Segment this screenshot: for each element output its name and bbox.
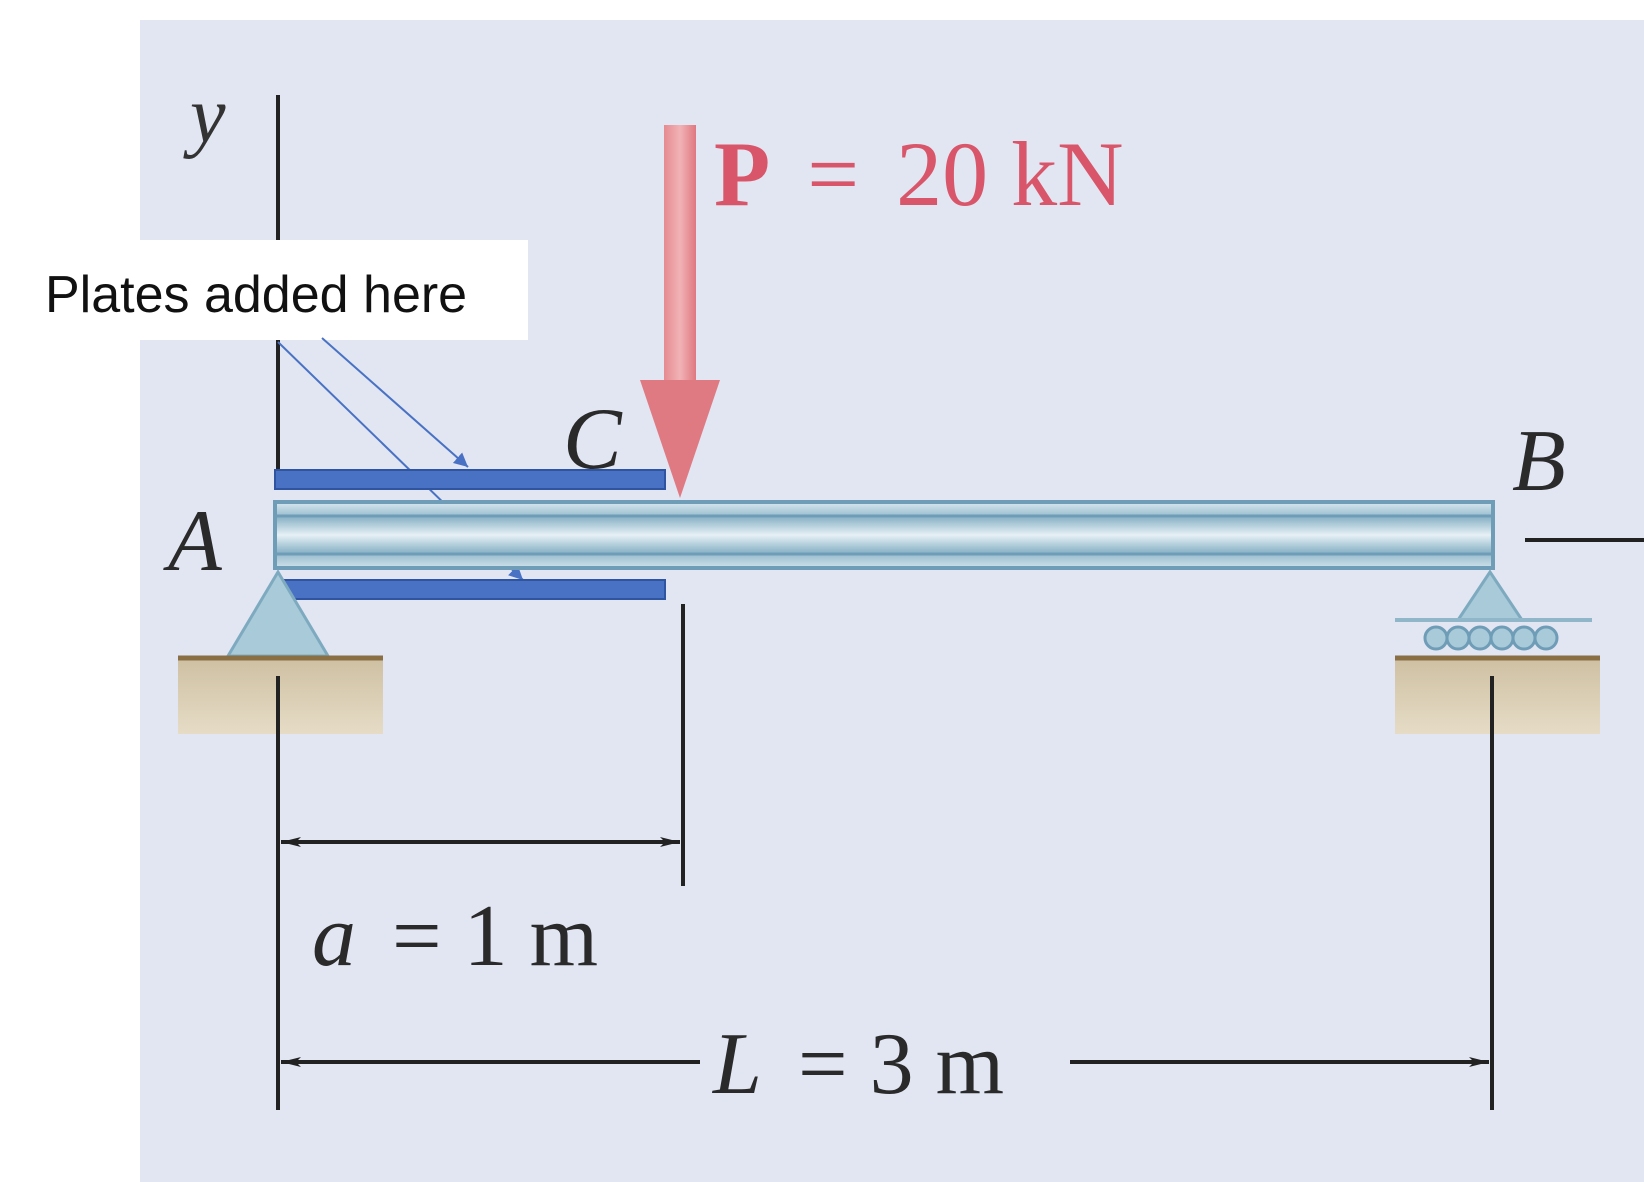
beam <box>273 500 1495 570</box>
callout-text: Plates added here <box>45 266 467 324</box>
load-value: 20 kN <box>896 123 1123 225</box>
dimension-l-symbol: L <box>711 1016 762 1113</box>
dimension-l-value: = 3 m <box>798 1016 1004 1113</box>
dimension-a-value: = 1 m <box>392 888 598 985</box>
load-arrow-head <box>640 380 720 498</box>
load-equals: = <box>807 123 859 225</box>
load-symbol: P <box>714 123 770 225</box>
pin-support-a <box>178 569 383 734</box>
dimension-a-symbol: a <box>312 888 356 985</box>
point-b-label: B <box>1512 413 1566 510</box>
load-label: P = 20 kN <box>714 123 1124 225</box>
dimension-l-label: L = 3 m <box>711 1016 1004 1113</box>
dimension-a-label: a = 1 m <box>312 888 598 985</box>
point-a-label: A <box>163 493 223 590</box>
callout-box <box>0 240 528 340</box>
callout-leader-top <box>321 337 469 468</box>
load-arrow-shaft <box>664 125 696 395</box>
roller-support-b <box>1395 569 1600 734</box>
top-plate <box>274 469 666 490</box>
bottom-plate <box>274 579 666 600</box>
background-panel <box>140 20 1644 1182</box>
y-axis-label: y <box>183 72 226 160</box>
